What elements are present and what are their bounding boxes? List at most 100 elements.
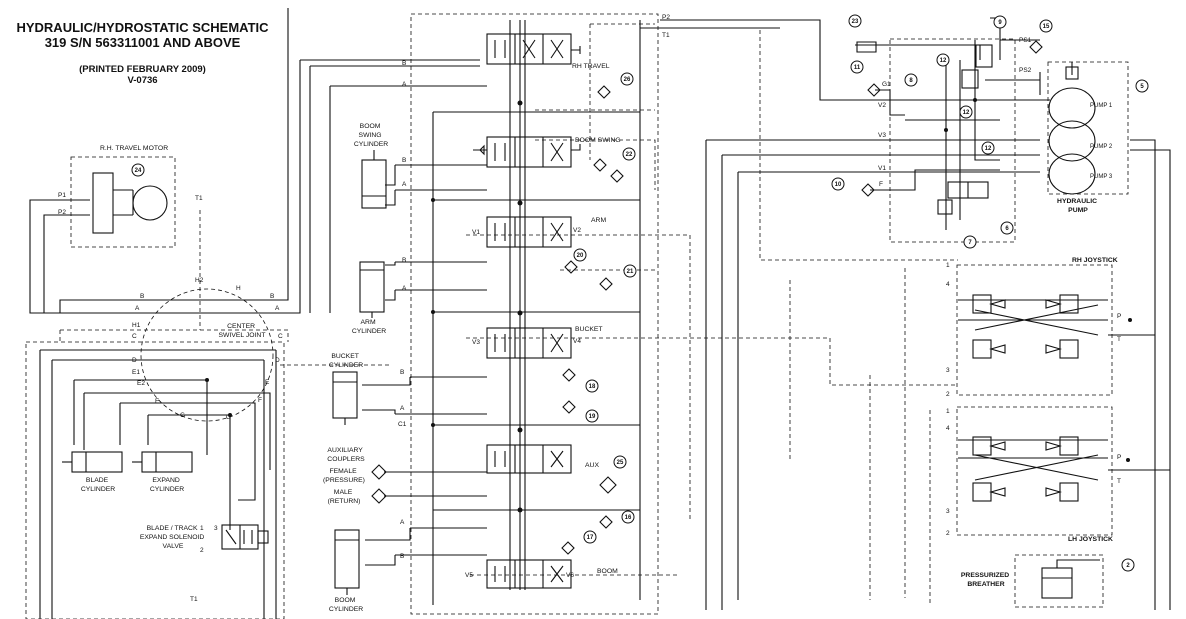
label-bucket-cyl: BUCKET CYLINDER [329, 353, 363, 369]
port-a-7: A [275, 305, 280, 312]
travel-motor-valve [92, 172, 114, 234]
callout-circle [131, 163, 145, 177]
label-female: FEMALE (PRESSURE) [323, 468, 365, 484]
callout-number: 20 [577, 253, 584, 259]
spool-springs [473, 144, 581, 156]
callout-circle [1135, 79, 1149, 93]
schematic-header: HYDRAULIC/HYDROSTATIC SCHEMATIC 319 S/N … [10, 20, 275, 86]
spool-arm [486, 216, 572, 248]
callout-number: 21 [627, 269, 634, 275]
junction-dots [205, 98, 1132, 513]
drain-dashes [59, 210, 390, 366]
spool-bucket [486, 327, 572, 359]
rh-joystick-box [956, 264, 1113, 396]
check-valves [371, 40, 1043, 555]
document-code: V-0736 [127, 75, 158, 86]
joystick-valves [972, 294, 1079, 502]
port-f-cv: F [879, 181, 883, 188]
arm-cylinder [359, 261, 385, 318]
port-c1: C1 [398, 421, 407, 428]
callout-number: 8 [909, 78, 913, 84]
label-boom: BOOM [597, 568, 618, 575]
label-pump-1: PUMP 1 [1090, 103, 1113, 109]
travel-motor-ports [113, 189, 134, 216]
swivel-legs [39, 349, 277, 619]
cylinders [62, 150, 387, 595]
port-v5: V5 [465, 572, 473, 579]
port-b-4: B [400, 369, 404, 376]
breather-box [1014, 554, 1104, 608]
port-d-2: D [275, 357, 280, 364]
main-valve-box [410, 13, 659, 615]
label-arm: ARM [591, 217, 606, 224]
port-b-2: B [402, 157, 406, 164]
valve-6 [937, 181, 989, 215]
travel-motor-box [70, 156, 176, 248]
label-lh-joystick: LH JOYSTICK [1068, 536, 1113, 543]
pressure-gallery [509, 20, 526, 590]
port-e: E [265, 379, 270, 386]
pump-box [1047, 61, 1129, 195]
port-f-1: F [155, 398, 159, 405]
label-pump-2: PUMP 2 [1090, 144, 1113, 150]
pump-inlet [1039, 62, 1073, 95]
port-2-rh: 2 [946, 391, 950, 398]
callout-circle [993, 15, 1007, 29]
callout-number: 24 [135, 168, 142, 174]
blade-lines [73, 379, 271, 470]
port-e2: E2 [137, 380, 145, 387]
pump-1-symbol [1048, 87, 1096, 129]
pilot-dashes [466, 234, 958, 576]
joystick-lines [958, 299, 1108, 459]
expand-lines [119, 402, 256, 530]
pilot-dashes-2 [759, 30, 958, 605]
port-p2: P2 [662, 14, 670, 21]
line-ab-to-rh-travel [300, 59, 480, 313]
label-boom-swing-cyl: BOOM SWING CYLINDER [354, 123, 388, 148]
port-t1-top: T1 [662, 32, 670, 39]
solenoid-valve [221, 524, 269, 550]
port-b-5: B [400, 553, 404, 560]
port-4-lh: 4 [946, 425, 950, 432]
port-2-sol: 2 [200, 547, 204, 554]
dashed-enclosures [25, 13, 1129, 619]
callout-circle [1121, 558, 1135, 572]
callout-circle [585, 409, 599, 423]
port-ps1: PS1 [1019, 37, 1032, 44]
line-b-travel [29, 8, 289, 314]
callout-number: 15 [1043, 24, 1050, 30]
label-pump-3: PUMP 3 [1090, 174, 1113, 180]
port-3-rh: 3 [946, 367, 950, 374]
component-labels: R.H. TRAVEL MOTOR RH TRAVEL BOOM SWING A… [81, 63, 1118, 613]
port-v4: V4 [573, 338, 581, 345]
port-t-lh: T [1117, 478, 1121, 485]
port-a-5: A [400, 519, 405, 526]
callout-number: 26 [624, 77, 631, 83]
joystick-cross [974, 304, 1099, 481]
port-h: H [236, 285, 241, 292]
callout-number: 23 [852, 19, 859, 25]
callout-number: 10 [835, 182, 842, 188]
port-v1: V1 [472, 229, 480, 236]
label-solenoid: BLADE / TRACK EXPAND SOLENOID VALVE [140, 525, 206, 550]
port-v2-cv: V2 [878, 102, 886, 109]
control-valve-lines [945, 60, 1040, 230]
port-p1: P1 [58, 192, 66, 199]
port-a-4: A [400, 405, 405, 412]
label-rh-travel-motor: R.H. TRAVEL MOTOR [100, 145, 168, 152]
callout-circle [621, 510, 635, 524]
spool-rh-travel [486, 33, 572, 65]
blade-cylinder [62, 451, 123, 473]
callout-number: 12 [940, 58, 947, 64]
port-b-1: B [402, 60, 406, 67]
spool-boom [486, 559, 572, 589]
printed-date: (PRINTED FEBRUARY 2009) [79, 64, 206, 75]
port-v6: V6 [566, 572, 574, 579]
accumulator-23 [856, 41, 877, 53]
callout-circle [1039, 19, 1053, 33]
callout-circle [848, 14, 862, 28]
pump-3-symbol [1048, 153, 1096, 195]
t1-return [639, 20, 780, 600]
callout-number: 17 [587, 535, 594, 541]
